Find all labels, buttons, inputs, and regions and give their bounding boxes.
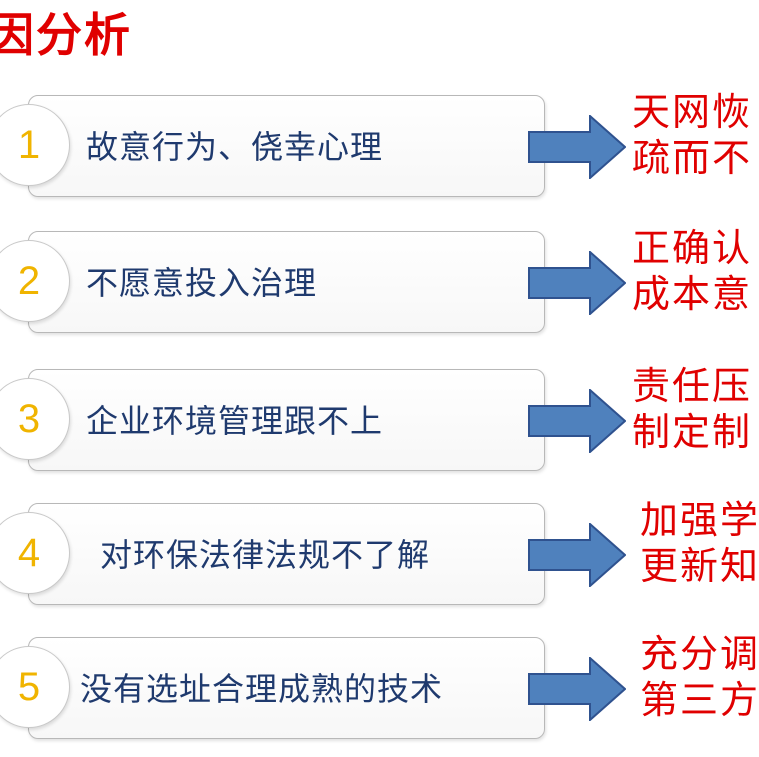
solution-line-1: 责任压 [632, 364, 753, 408]
cause-text: 企业环境管理跟不上 [86, 402, 384, 440]
solution-line-1: 天网恢 [632, 90, 753, 134]
solution-line-2: 成本意 [632, 272, 753, 316]
right-arrow-icon [528, 115, 626, 179]
cause-text: 没有选址合理成熟的技术 [80, 670, 444, 708]
solution-text: 正确认 成本意 [632, 225, 752, 317]
number-badge: 4 [0, 512, 70, 594]
number-badge: 5 [0, 646, 70, 728]
cause-box [28, 369, 545, 471]
cause-row-1: 1 故意行为、侥幸心理 天网恢 疏而不 [0, 90, 759, 205]
cause-row-5: 5 没有选址合理成熟的技术 充分调 第三方 [0, 632, 759, 747]
cause-box [28, 503, 545, 605]
right-arrow-icon [528, 389, 626, 453]
solution-text: 天网恢 疏而不 [632, 89, 752, 181]
solution-line-2: 制定制 [632, 410, 753, 454]
cause-text: 不愿意投入治理 [86, 264, 318, 302]
cause-row-2: 2 不愿意投入治理 正确认 成本意 [0, 226, 759, 341]
number-badge: 2 [0, 240, 70, 322]
page-title: 因分析 [0, 8, 132, 62]
solution-text: 责任压 制定制 [632, 363, 752, 455]
solution-line-2: 疏而不 [632, 136, 753, 180]
solution-line-1: 充分调 [640, 632, 759, 676]
cause-box [28, 95, 545, 197]
right-arrow-icon [528, 523, 626, 587]
cause-box [28, 231, 545, 333]
right-arrow-icon [528, 251, 626, 315]
solution-line-1: 正确认 [632, 226, 753, 270]
cause-row-3: 3 企业环境管理跟不上 责任压 制定制 [0, 364, 759, 479]
cause-text: 对环保法律法规不了解 [100, 536, 431, 574]
cause-text: 故意行为、侥幸心理 [86, 128, 384, 166]
number-badge: 3 [0, 378, 70, 460]
number-badge: 1 [0, 104, 70, 186]
solution-text: 充分调 第三方 [640, 631, 759, 723]
cause-box [28, 637, 545, 739]
solution-line-1: 加强学 [640, 498, 759, 542]
right-arrow-icon [528, 657, 626, 721]
solution-line-2: 第三方 [640, 678, 759, 722]
cause-row-4: 4 对环保法律法规不了解 加强学 更新知 [0, 498, 759, 613]
solution-text: 加强学 更新知 [640, 497, 759, 589]
solution-line-2: 更新知 [640, 544, 759, 588]
